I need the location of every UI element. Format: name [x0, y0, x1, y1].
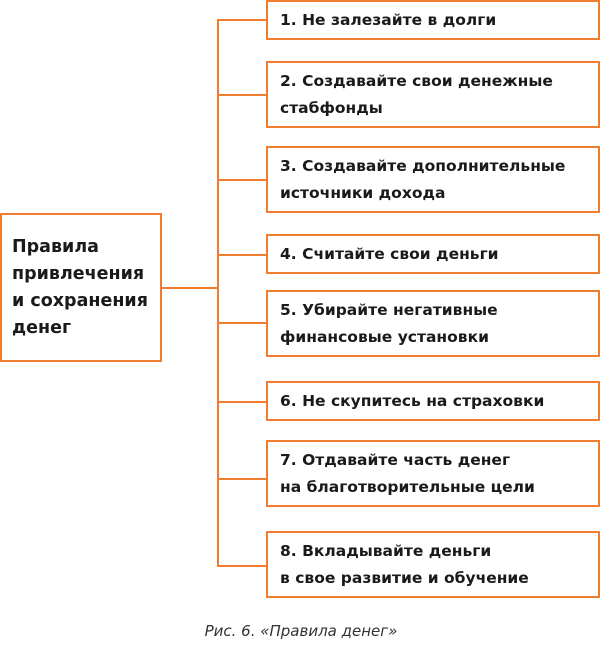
rule-node-7: 7. Отдавайте часть денег на благотворите… — [266, 440, 600, 507]
rule-node-6: 6. Не скупитесь на страховки — [266, 381, 600, 421]
rule-node-2: 2. Создавайте свои денежные стабфонды — [266, 61, 600, 128]
connector-rule-2 — [217, 94, 266, 96]
connector-rule-7 — [217, 478, 266, 480]
rule-node-4: 4. Считайте свои деньги — [266, 234, 600, 274]
connector-rule-4 — [217, 254, 266, 256]
rule-label: 8. Вкладывайте деньги в свое развитие и … — [280, 541, 529, 587]
root-label: Правила привлечения и сохранения денег — [12, 236, 148, 338]
figure-caption: Рис. 6. «Правила денег» — [204, 622, 398, 640]
connector-rule-3 — [217, 179, 266, 181]
connector-rule-8 — [217, 565, 266, 567]
rule-node-3: 3. Создавайте дополнительные источники д… — [266, 146, 600, 213]
rule-label: 6. Не скупитесь на страховки — [280, 391, 545, 410]
rule-label: 4. Считайте свои деньги — [280, 244, 499, 263]
connector-rule-1 — [217, 19, 266, 21]
connector-root — [162, 287, 218, 289]
rule-label: 2. Создавайте свои денежные стабфонды — [280, 71, 553, 117]
rule-label: 1. Не залезайте в долги — [280, 10, 497, 29]
rule-label: 3. Создавайте дополнительные источники д… — [280, 156, 566, 202]
rule-label: 5. Убирайте негативные финансовые устано… — [280, 300, 498, 346]
rule-label: 7. Отдавайте часть денег на благотворите… — [280, 450, 535, 496]
connector-rule-6 — [217, 401, 266, 403]
connector-trunk — [217, 19, 219, 567]
rule-node-1: 1. Не залезайте в долги — [266, 0, 600, 40]
rule-node-5: 5. Убирайте негативные финансовые устано… — [266, 290, 600, 357]
root-node: Правила привлечения и сохранения денег — [0, 213, 162, 362]
rule-node-8: 8. Вкладывайте деньги в свое развитие и … — [266, 531, 600, 598]
connector-rule-5 — [217, 322, 266, 324]
